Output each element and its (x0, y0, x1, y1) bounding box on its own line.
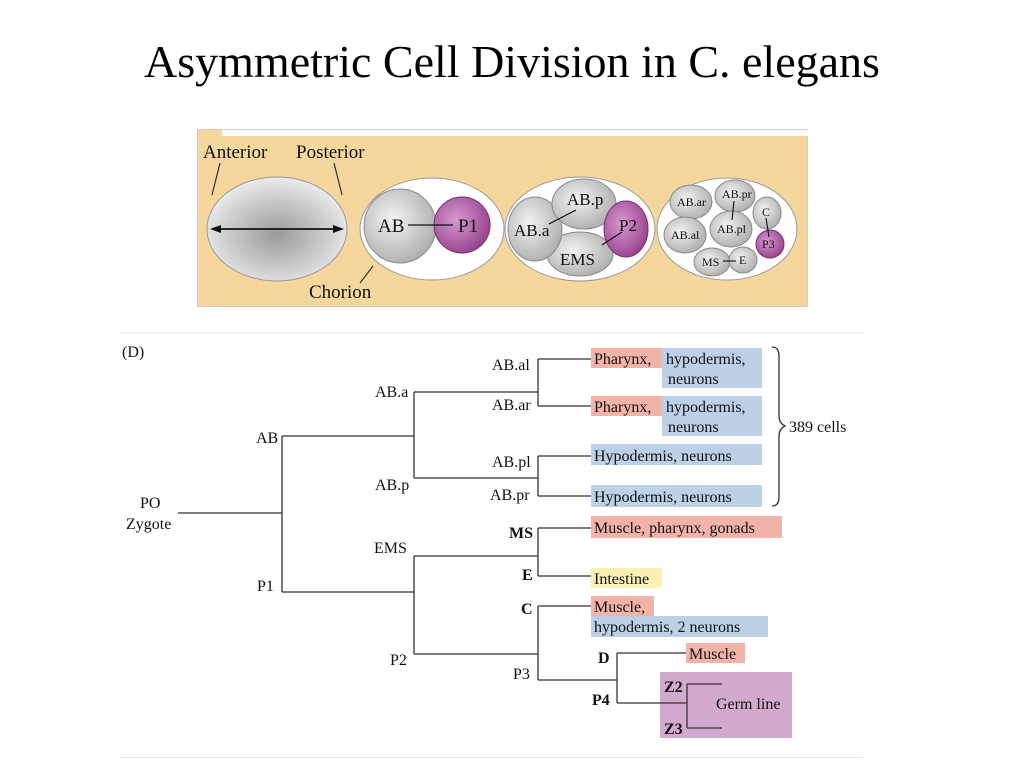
c-p3-connector (765, 217, 770, 238)
node-abpr: AB.pr (490, 487, 530, 504)
cell-abal (663, 216, 707, 254)
label-ab-2cell: AB (378, 216, 404, 237)
label-ms-8cell: MS (702, 255, 719, 269)
label-ems-4cell: EMS (560, 250, 595, 269)
fate-abar-pharynx: Pharynx, (594, 399, 651, 416)
fate-c-muscle: Muscle, (594, 599, 645, 616)
fate-abal-neurons: neurons (668, 371, 719, 388)
fate-ms: Muscle, pharynx, gonads (594, 520, 755, 537)
cell-p3 (755, 229, 785, 259)
cell-abpl (709, 210, 753, 248)
fate-box-abal-hypodermis (662, 348, 762, 388)
fate-abpr: Hypodermis, neurons (594, 489, 732, 506)
node-abpl: AB.pl (492, 454, 531, 471)
fate-box-c-muscle (591, 596, 654, 616)
cells-count-label: 389 cells (789, 419, 846, 436)
panel-label-d: (D) (122, 344, 144, 361)
cell-c (752, 196, 782, 230)
label-p3-8cell: P3 (762, 237, 775, 251)
node-abal: AB.al (492, 357, 530, 374)
fate-abal-hypodermis: hypodermis, (666, 351, 746, 368)
node-p2: P2 (390, 652, 407, 669)
fate-c-hypodermis: hypodermis, 2 neurons (594, 619, 740, 636)
fate-box-c-hypodermis (591, 616, 768, 637)
axis-arrow-head-right (333, 225, 344, 233)
fate-d: Muscle (689, 646, 736, 663)
label-abal-8cell: AB.al (671, 228, 700, 242)
axis-arrow-head-left (210, 225, 221, 233)
fate-box-e (591, 568, 662, 588)
label-abar-8cell: AB.ar (677, 195, 706, 209)
fate-box-d (686, 643, 745, 663)
node-ms: MS (509, 525, 533, 542)
label-c-8cell: C (762, 205, 770, 219)
anterior-label: Anterior (203, 142, 268, 163)
fate-box-germ-line (660, 672, 792, 738)
slide-title: Asymmetric Cell Division in C. elegans (144, 36, 880, 87)
node-c: C (521, 601, 533, 618)
label-abpl-8cell: AB.pl (717, 222, 747, 236)
p2-ems-connector (601, 231, 623, 246)
fate-box-abar-hypodermis (662, 396, 762, 436)
abpr-abpl-connector (731, 200, 735, 221)
fate-box-ms (591, 516, 782, 538)
label-abp-4cell: AB.p (567, 190, 603, 209)
fate-abpl: Hypodermis, neurons (594, 448, 732, 465)
node-e: E (522, 567, 533, 584)
node-d: D (598, 650, 610, 667)
posterior-pointer (333, 162, 343, 196)
fate-e: Intestine (594, 571, 649, 588)
embryo-illustration: Anterior Posterior AB P1 Chorion AB.p AB… (203, 142, 798, 303)
panel-top-strip (222, 129, 808, 136)
fate-abar-hypodermis: hypodermis, (666, 399, 746, 416)
label-abpr-8cell: AB.pr (722, 187, 752, 201)
node-p4: P4 (592, 692, 610, 709)
node-aba: AB.a (375, 384, 408, 401)
node-abar: AB.ar (492, 397, 531, 414)
node-p1: P1 (257, 578, 274, 595)
fate-box-abpl (591, 444, 762, 465)
node-z3: Z3 (664, 721, 683, 738)
fate-box-abpr (591, 485, 762, 507)
chorion-label: Chorion (309, 282, 372, 303)
node-zygote: Zygote (126, 516, 171, 533)
chorion-pointer (359, 265, 374, 284)
cell-aba (507, 196, 563, 262)
node-ab: AB (256, 430, 278, 447)
node-z2: Z2 (664, 679, 683, 696)
posterior-label: Posterior (296, 142, 365, 163)
fate-boxes (591, 348, 792, 738)
fate-abal-pharynx: Pharynx, (594, 351, 651, 368)
fate-abar-neurons: neurons (668, 419, 719, 436)
fate-germ-line: Germ line (716, 696, 780, 713)
cell-p2 (603, 200, 649, 258)
lineage-fate-labels: Pharynx, hypodermis, neurons Pharynx, hy… (594, 351, 846, 713)
label-p2-4cell: P2 (619, 216, 637, 235)
node-po: PO (140, 495, 160, 512)
lineage-lines (178, 346, 787, 729)
label-e-8cell: E (739, 253, 746, 267)
cell-e (728, 246, 758, 274)
anterior-pointer (211, 162, 221, 196)
abp-aba-connector (548, 209, 577, 225)
fate-box-abal-pharynx (591, 348, 662, 368)
node-p3: P3 (513, 666, 530, 683)
label-p1-2cell: P1 (458, 216, 478, 237)
label-aba-4cell: AB.a (514, 221, 550, 240)
lineage-node-labels: (D) PO Zygote AB P1 AB.a AB.p EMS P2 AB.… (122, 344, 683, 738)
fate-box-abar-pharynx (591, 396, 662, 416)
lineage-frame (119, 332, 863, 758)
node-ems: EMS (374, 540, 407, 557)
node-abp: AB.p (375, 477, 409, 494)
